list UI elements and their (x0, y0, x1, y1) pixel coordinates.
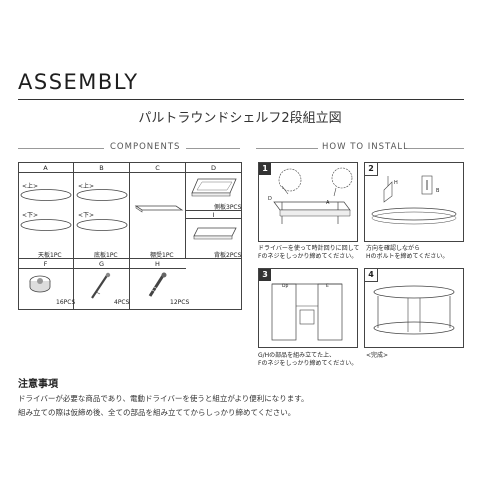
notice-line-2: 組み立ての際は仮締め後、全ての部品を組み立ててからしっかり締めてください。 (18, 408, 296, 417)
col-header-i: I (212, 211, 215, 219)
part-i-caption: 背板2PCS (214, 252, 242, 259)
step-2-illustration (371, 175, 457, 225)
components-heading: COMPONENTS (110, 142, 181, 152)
step-3-note-line1: G/Hの部品を組み立てた上、 (258, 352, 336, 359)
step-3-illustration (271, 283, 343, 341)
install-heading: HOW TO INSTALL (322, 142, 409, 152)
install-rule-right (408, 148, 464, 149)
step-2-note-line2: Hのボルトを締めてください。 (366, 253, 449, 260)
grid-divider (18, 268, 186, 269)
step-1-note-line2: Fのネジをしっかり締めてください。 (258, 253, 358, 260)
step-1-label-d: D (268, 196, 272, 202)
part-d-illustration (191, 178, 237, 197)
step-2-label-h: H (394, 180, 398, 186)
step-3-label-e: E (326, 284, 329, 289)
components-rule-right (186, 148, 240, 149)
part-a-bottom-illustration (20, 219, 72, 231)
page-subtitle: パルトラウンドシェルフ2段組立図 (138, 111, 342, 126)
col-header-a: A (43, 164, 48, 172)
step-3-label-d: Dp (282, 284, 289, 289)
part-b-bottom-illustration (76, 219, 128, 231)
col-header-b: B (99, 164, 104, 172)
part-a-top-illustration (20, 189, 72, 201)
notice-line-1: ドライバーが必要な商品であり、電動ドライバーを使うと組立がより便利になります。 (18, 394, 309, 403)
step-4-panel (364, 268, 464, 348)
part-b-top-mark: <上> (78, 183, 95, 190)
step-3-number: 3 (259, 269, 271, 281)
title-rule (18, 99, 464, 100)
step-1-note-line1: ドライバーを使って時計回りに回して (258, 245, 360, 252)
step-1-illustration (273, 167, 353, 224)
step-2-panel (364, 162, 464, 242)
part-a-bottom-mark: <下> (22, 212, 39, 219)
part-i-illustration (193, 227, 237, 240)
page-title: ASSEMBLY (18, 70, 139, 94)
part-h-bolt-illustration (148, 272, 167, 297)
grid-divider (129, 162, 130, 310)
part-g-caption: 4PCS (114, 299, 130, 306)
col-header-g: G (98, 260, 105, 268)
step-2-note-line1: 方向を確認しながら (366, 245, 421, 252)
notice-title: 注意事項 (18, 379, 58, 390)
part-f-caption: 16PCS (56, 299, 76, 306)
grid-divider (18, 172, 242, 173)
install-rule-left (256, 148, 318, 149)
grid-divider (185, 218, 242, 219)
step-3-note-line2: Fのネジをしっかり締めてください。 (258, 360, 358, 367)
part-a-top-mark: <上> (22, 183, 39, 190)
part-h-caption: 12PCS (170, 299, 190, 306)
components-grid (18, 162, 242, 310)
grid-divider (73, 162, 74, 310)
step-4-note: <完成> (366, 352, 389, 359)
col-header-f: F (43, 260, 48, 268)
part-g-dowel-illustration (91, 272, 111, 299)
part-f-cam-lock-illustration (29, 275, 51, 293)
part-b-bottom-mark: <下> (78, 212, 95, 219)
grid-divider (18, 258, 242, 259)
step-4-finished-illustration (373, 285, 455, 335)
col-header-h: H (155, 260, 160, 268)
step-3-panel (258, 268, 358, 348)
part-b-top-illustration (76, 189, 128, 201)
part-a-caption: 天板1PC (38, 252, 62, 259)
step-2-label-b: B (436, 188, 440, 194)
step-4-number: 4 (365, 269, 378, 282)
step-1-number: 1 (259, 163, 271, 175)
col-header-c: C (155, 164, 160, 172)
step-1-label-a: A (326, 200, 330, 206)
col-header-d: D (210, 164, 216, 172)
part-d-caption: 側板3PCS (214, 204, 242, 211)
step-2-number: 2 (365, 163, 378, 176)
part-c-illustration (134, 205, 184, 213)
grid-divider (185, 210, 242, 211)
part-b-caption: 底板1PC (94, 252, 118, 259)
part-c-caption: 棚受1PC (150, 252, 174, 259)
step-1-panel (258, 162, 358, 242)
components-rule-left (18, 148, 104, 149)
